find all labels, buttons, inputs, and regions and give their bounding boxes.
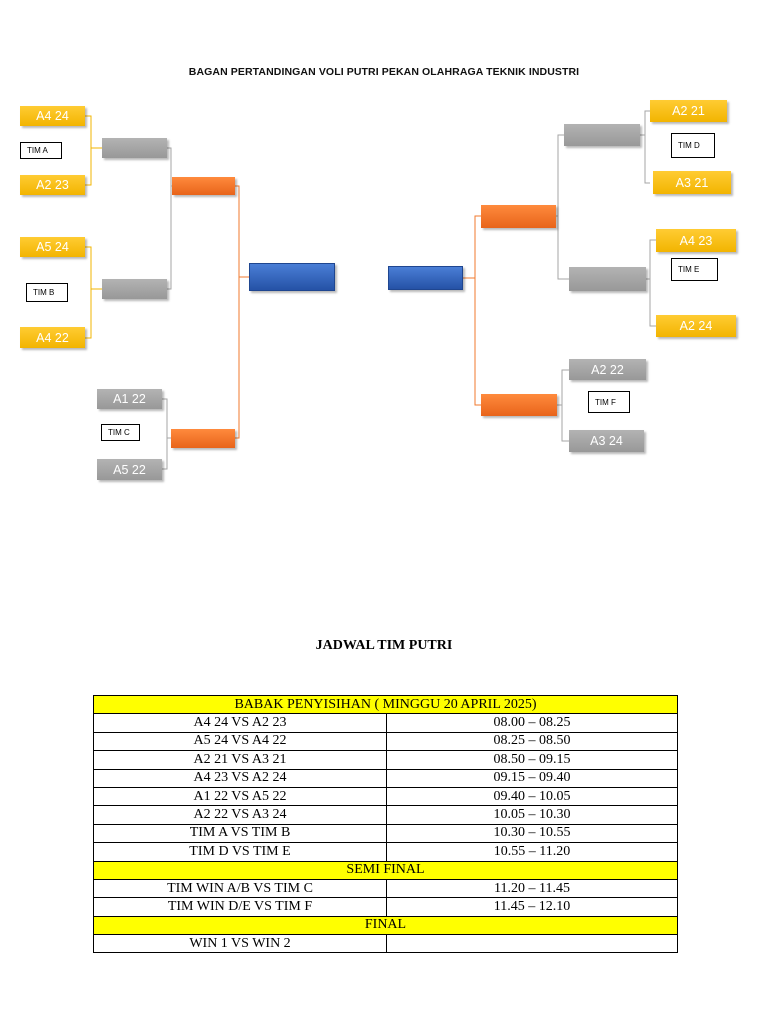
connector-right-m1: [644, 110, 650, 184]
schedule-section-final: FINAL: [93, 915, 678, 936]
schedule-match: WIN 1 VS WIN 2: [93, 934, 387, 954]
schedule-time: [386, 934, 678, 954]
team-slot-right-m3-bottom: A3 24: [569, 430, 644, 452]
schedule-section-header: FINAL: [93, 915, 678, 936]
team-slot-right-m2-top: A4 23: [656, 229, 736, 252]
winner-label-right-m3: TIM F: [588, 391, 630, 413]
connector-right-m2: [649, 239, 656, 327]
schedule-section-preliminary: BABAK PENYISIHAN ( MINGGU 20 APRIL 2025): [93, 694, 678, 715]
connector-right-m3: [561, 369, 569, 442]
connector-left-m2: [85, 246, 92, 339]
team-slot-left-m3-bottom: A5 22: [97, 459, 162, 480]
connector-right-semi: [474, 215, 481, 406]
winner-label-left-m3: TIM C: [101, 424, 140, 441]
schedule-match: TIM WIN A/B VS TIM C: [93, 878, 387, 899]
schedule-time: 10.55 – 11.20: [386, 842, 678, 862]
schedule-time: 08.50 – 09.15: [386, 750, 678, 770]
schedule-section-header: SEMI FINAL: [93, 860, 678, 880]
schedule-match: A2 22 VS A3 24: [93, 805, 387, 825]
schedule-table: BABAK PENYISIHAN ( MINGGU 20 APRIL 2025)…: [93, 694, 678, 954]
schedule-section-semi-final: SEMI FINAL: [93, 860, 678, 880]
final-slot-right: [388, 266, 463, 290]
winner-label-right-m1: TIM D: [671, 133, 715, 158]
schedule-match: A1 22 VS A5 22: [93, 786, 387, 807]
team-slot-left-m2-bottom: A4 22: [20, 327, 85, 348]
bracket-connectors: [85, 110, 656, 470]
schedule-match: TIM D VS TIM E: [93, 842, 387, 862]
schedule-time: 09.40 – 10.05: [386, 786, 678, 807]
team-slot-right-m3-top: A2 22: [569, 359, 646, 380]
schedule-match: A4 24 VS A2 23: [93, 713, 387, 733]
team-slot-left-m2-top: A5 24: [20, 237, 85, 257]
team-slot-left-m1-top: A4 24: [20, 106, 85, 126]
schedule-time: 08.00 – 08.25: [386, 713, 678, 733]
connector-left-m3: [162, 398, 168, 470]
schedule-match: A2 21 VS A3 21: [93, 750, 387, 770]
schedule-match: TIM A VS TIM B: [93, 823, 387, 844]
schedule-time: 10.30 – 10.55: [386, 823, 678, 844]
semi-slot-right-bottom: [481, 394, 557, 416]
schedule-time: 09.15 – 09.40: [386, 768, 678, 788]
winner-label-left-m2: TIM B: [26, 283, 68, 302]
schedule-time: 10.05 – 10.30: [386, 805, 678, 825]
semi-slot-left-top: [172, 177, 235, 195]
schedule-title: JADWAL TIM PUTRI: [315, 638, 453, 653]
schedule-match: A4 23 VS A2 24: [93, 768, 387, 788]
schedule-time: 08.25 – 08.50: [386, 731, 678, 752]
team-slot-left-m3-top: A1 22: [97, 389, 162, 409]
schedule-section-header: BABAK PENYISIHAN ( MINGGU 20 APRIL 2025): [93, 694, 678, 715]
winner-label-left-m1: TIM A: [20, 142, 62, 159]
bracket-title: BAGAN PERTANDINGAN VOLI PUTRI PEKAN OLAH…: [188, 66, 580, 78]
schedule-match: TIM WIN D/E VS TIM F: [93, 897, 387, 917]
schedule-time: 11.45 – 12.10: [386, 897, 678, 917]
winner-slot-left-m1: [102, 138, 167, 158]
winner-slot-right-m1: [564, 124, 640, 146]
connector-right-q: [557, 134, 569, 280]
schedule-time: 11.20 – 11.45: [386, 878, 678, 899]
schedule-match: A5 24 VS A4 22: [93, 731, 387, 752]
team-slot-left-m1-bottom: A2 23: [20, 175, 85, 195]
connector-left-q: [167, 147, 172, 290]
connector-left-semi: [235, 185, 240, 439]
winner-slot-right-m2: [569, 267, 646, 291]
connector-left-m1: [85, 115, 92, 186]
winner-label-right-m2: TIM E: [671, 258, 718, 281]
schedule-row: WIN 1 VS WIN 2: [93, 934, 678, 954]
team-slot-right-m1-top: A2 21: [650, 100, 727, 122]
winner-slot-left-m2: [102, 279, 167, 299]
team-slot-right-m1-bottom: A3 21: [653, 171, 731, 194]
final-slot-left: [249, 263, 335, 291]
semi-slot-right-top: [481, 205, 556, 228]
team-slot-right-m2-bottom: A2 24: [656, 315, 736, 337]
semi-slot-left-bottom: [171, 429, 235, 448]
